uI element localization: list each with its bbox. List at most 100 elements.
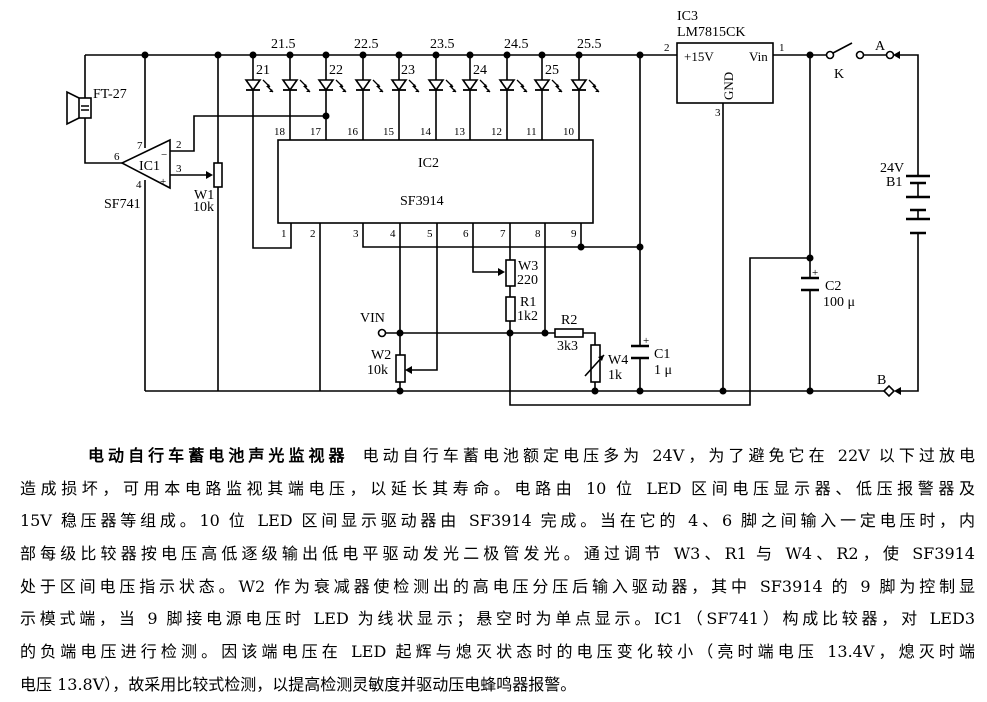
terminal-a-label: A (875, 39, 886, 54)
w1-name: W1 (194, 188, 214, 203)
ic3-part: LM7815CK (677, 25, 745, 40)
led-icon (390, 79, 420, 93)
switch-label: K (834, 67, 844, 82)
led-icon (317, 79, 347, 93)
ic2-pin-label: 15 (383, 126, 395, 138)
description-title: 电动自行车蓄电池声光监视器 (88, 446, 349, 465)
c1-name: C1 (654, 347, 670, 362)
variable-resistor-w4: W4 1k (584, 344, 628, 383)
w2-name: W2 (371, 348, 391, 363)
capacitor-c2: + C2 100 μ (801, 267, 855, 310)
potentiometer-w3: W3 220 (498, 259, 538, 288)
ic1-pin4: 4 (136, 179, 142, 191)
ic2-pin-label: 16 (347, 126, 359, 138)
terminal-b-label: B (877, 373, 886, 388)
speaker-label: FT-27 (93, 87, 127, 102)
r1-name: R1 (520, 295, 536, 310)
ic2-pin-label: 17 (310, 126, 322, 138)
led-label: 24 (473, 63, 487, 78)
w4-value: 1k (608, 368, 622, 383)
ic3-regulator: IC3 LM7815CK +15V Vin GND 2 1 3 (664, 9, 785, 119)
ic2-pin-label: 12 (491, 126, 502, 138)
led-icon (570, 79, 600, 93)
led-icon (354, 79, 384, 93)
ic1-label: IC1 (139, 159, 160, 174)
ic3-pin3: 3 (715, 107, 721, 119)
voltage-label: 22.5 (354, 37, 379, 52)
led-icon (461, 79, 491, 93)
r1-value: 1k2 (517, 309, 538, 324)
terminal-a: A (875, 39, 900, 60)
ic2-pin-label: 6 (463, 228, 469, 240)
vin-label: VIN (360, 311, 385, 326)
led-icon (281, 79, 311, 93)
ic2-pin-label: 2 (310, 228, 316, 240)
description: 电动自行车蓄电池声光监视器电动自行车蓄电池额定电压多为 24V，为了避免它在 2… (20, 440, 975, 702)
ic2-pin-label: 3 (353, 228, 359, 240)
ic1-pin3: 3 (176, 163, 182, 175)
c2-plus: + (812, 267, 818, 279)
led-icon (244, 79, 274, 93)
resistor-r2: R2 3k3 (554, 313, 584, 354)
ic1-pin6: 6 (114, 151, 120, 163)
ic2-pin-label: 5 (427, 228, 433, 240)
description-line: 电压 13.8V），故采用比较式检测，以提高检测灵敏度并驱动压电蜂鸣器报警。 (20, 674, 577, 694)
ic2-pin-label: 10 (563, 126, 575, 138)
r2-name: R2 (561, 313, 577, 328)
voltage-label: 24.5 (504, 37, 529, 52)
voltage-label: 25.5 (577, 37, 602, 52)
w4-name: W4 (608, 353, 628, 368)
voltage-label: 23.5 (430, 37, 455, 52)
w3-name: W3 (518, 259, 538, 274)
battery-b1: 24V B1 (880, 161, 930, 235)
c1-value: 1 μ (654, 363, 672, 378)
ic2-pin-label: 8 (535, 228, 541, 240)
description-line: 造成损坏，可用本电路监视其端电压，以延长其寿命。电路由 10 位 LED 区间电… (20, 478, 975, 498)
voltage-label: 21.5 (271, 37, 296, 52)
description-line: 电动自行车蓄电池声光监视器电动自行车蓄电池额定电压多为 24V，为了避免它在 2… (20, 440, 975, 473)
c1-plus: + (643, 335, 649, 347)
c2-value: 100 μ (823, 295, 855, 310)
description-line: 15V 稳压器等组成。10 位 LED 区间显示驱动器由 SF3914 完成。当… (20, 511, 975, 531)
w1-value: 10k (193, 200, 214, 215)
battery-name: B1 (886, 175, 902, 190)
ic1-pin2: 2 (176, 139, 182, 151)
c2-name: C2 (825, 279, 841, 294)
ic3-pin2: 2 (664, 42, 670, 54)
w3-value: 220 (517, 273, 538, 288)
led-array (244, 79, 600, 93)
description-line: 部每级比较器按电压高低逐级输出低电平驱动发光二极管发光。通过调节 W3、R1 与… (20, 544, 975, 564)
ic2-pin-label: 4 (390, 228, 396, 240)
circuit-diagram: FT-27 IC1 − + 7 6 2 3 4 SF741 W1 10k (66, 9, 930, 406)
potentiometer-w1: W1 10k (193, 162, 223, 215)
battery-voltage: 24V (880, 161, 904, 176)
ic1-plus: + (160, 176, 166, 188)
ic3-gnd-label: GND (721, 72, 736, 100)
switch-k: K (825, 42, 865, 82)
led-icon (498, 79, 528, 93)
wires (84, 54, 919, 406)
ic3-pin1: 1 (779, 42, 785, 54)
description-line: 示模式端，当 9 脚接电源电压时 LED 为线状显示；悬空时为单点显示。IC1（… (20, 609, 975, 629)
ic1-pin7: 7 (137, 140, 143, 152)
led-label: 23 (401, 63, 415, 78)
ic2-pin-label: 1 (281, 228, 287, 240)
w2-value: 10k (367, 363, 388, 378)
ic2-pin-label: 18 (274, 126, 286, 138)
description-line: 处于区间电压指示状态。W2 作为衰减器使检测出的高电压分压后输入驱动器，其中 S… (20, 576, 975, 596)
resistor-r1: R1 1k2 (505, 295, 538, 324)
led-voltage-labels: 21.5 22.5 23.5 24.5 25.5 21 22 23 24 25 (256, 37, 602, 78)
ic2-pin-label: 7 (500, 228, 506, 240)
ic2-pin-label: 11 (526, 126, 537, 138)
led-label: 22 (329, 63, 343, 78)
ic3-in-label: Vin (749, 49, 768, 64)
ic3-name: IC3 (677, 9, 698, 24)
description-line: 的负端电压进行检测。因该端电压在 LED 起辉与熄灭状态时的电压变化较小（亮时端… (20, 642, 975, 662)
ic2-pin-label: 14 (420, 126, 432, 138)
potentiometer-w2: W2 10k (367, 348, 412, 383)
description-text: 电动自行车蓄电池额定电压多为 24V，为了避免它在 22V 以下过放电 (362, 446, 975, 465)
r2-value: 3k3 (557, 339, 578, 354)
led-icon (533, 79, 563, 93)
